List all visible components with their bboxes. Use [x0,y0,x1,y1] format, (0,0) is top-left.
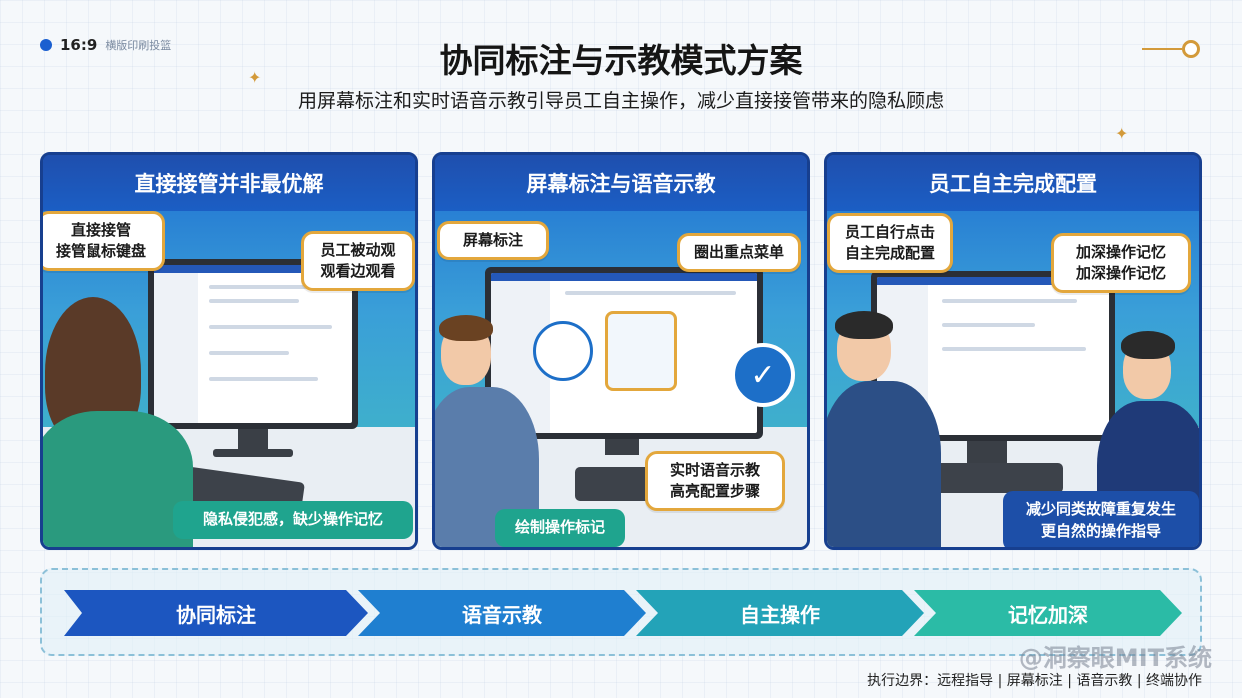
employee-hair [835,311,893,339]
page-title: 协同标注与示教模式方案 [439,41,803,80]
panel-direct-takeover: 直接接管并非最优解 直接接管 接管鼠标键盘 员工被动观 观看边观看 隐私侵犯感，… [40,152,418,550]
flow-step-self-operation: 自主操作 [636,590,924,636]
flow-step-memory: 记忆加深 [914,590,1182,636]
panel-self-config: 员工自主完成配置 员工自行点击 自主完成配置 加深操作记忆 加深操作记忆 减少同… [824,152,1202,550]
status-badge: 绘制操作标记 [495,509,625,547]
instructor-hair [1121,331,1175,359]
panel-title: 屏幕标注与语音示教 [435,155,807,211]
speech-bubble: 圈出重点菜单 [677,233,801,272]
panel-annotation-voice: 屏幕标注与语音示教 ✓ 屏幕标注 圈出重点菜单 实时语音示教 高亮配置步骤 绘制… [432,152,810,550]
ratio-tag: 16:9 横版印刷投篮 [40,36,171,54]
speech-bubble: 直接接管 接管鼠标键盘 [43,211,165,271]
status-badge: 减少同类故障重复发生 更自然的操作指导 [1003,491,1199,547]
keyboard [923,463,1063,493]
speech-bubble: 员工自行点击 自主完成配置 [827,213,953,273]
decor-ring-icon [1142,40,1200,58]
flow-container: 协同标注 语音示教 自主操作 记忆加深 [40,568,1202,656]
sparkle-icon: ✦ [1115,124,1129,143]
speech-bubble: 实时语音示教 高亮配置步骤 [645,451,785,511]
sparkle-icon: ✦ [248,68,262,87]
speech-bubble: 加深操作记忆 加深操作记忆 [1051,233,1191,293]
panel-scene: ✓ 屏幕标注 圈出重点菜单 实时语音示教 高亮配置步骤 绘制操作标记 [435,211,807,547]
woman-body [43,411,193,547]
footer-note: 执行边界：远程指导 | 屏幕标注 | 语音示教 | 终端协作 [867,673,1202,689]
panel-title: 直接接管并非最优解 [43,155,415,211]
dot-icon [40,39,52,51]
flow-step-voice: 语音示教 [358,590,646,636]
panel-scene: 直接接管 接管鼠标键盘 员工被动观 观看边观看 隐私侵犯感，缺少操作记忆 [43,211,415,547]
ratio-sub-label: 横版印刷投篮 [105,39,172,52]
speech-bubble: 屏幕标注 [437,221,549,260]
employee-body [827,381,941,547]
man-hair [439,315,493,341]
annotation-circle-icon [533,321,593,381]
speech-bubble: 员工被动观 观看边观看 [301,231,415,291]
watermark: @洞察眼MIT系统 [1018,644,1212,672]
flow-step-annotation: 协同标注 [64,590,368,636]
ratio-label: 16:9 [60,36,98,54]
check-icon: ✓ [731,343,795,407]
panel-scene: 员工自行点击 自主完成配置 加深操作记忆 加深操作记忆 减少同类故障重复发生 更… [827,211,1199,547]
monitor-screen [154,265,352,423]
panel-title: 员工自主完成配置 [827,155,1199,211]
monitor [148,259,358,429]
page-subtitle: 用屏幕标注和实时语音示教引导员工自主操作，减少直接接管带来的隐私顾虑 [297,90,944,112]
status-badge: 隐私侵犯感，缺少操作记忆 [173,501,413,539]
highlight-box [605,311,677,391]
